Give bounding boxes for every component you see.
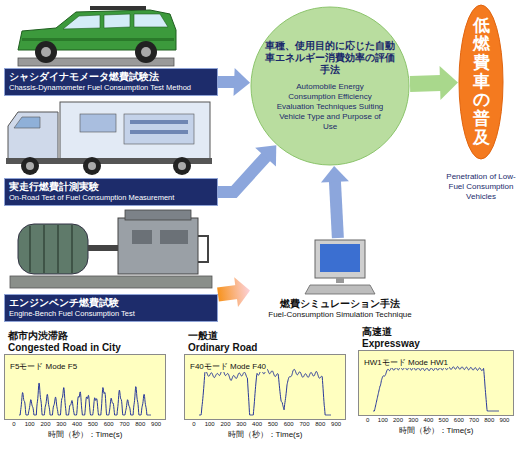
drive-mode-chart: 高速道ExpresswayHW1モード Mode HW1 010020030040… <box>358 326 514 436</box>
simulation-node: 燃費シミュレーション手法Fuel-Consumption Simulation … <box>250 238 430 320</box>
flow-arrow <box>218 277 250 307</box>
arrow-head <box>255 145 276 166</box>
arrow-shaft <box>218 292 237 294</box>
axis-title: 時間（秒）：Time(s) <box>358 425 514 436</box>
tick-label: 700 <box>117 420 133 429</box>
tick-row: 0100200300400500600700800900 <box>4 420 166 429</box>
tick-label: 400 <box>69 420 85 429</box>
method-name-ja: シャシダイナモメータ燃費試験法 <box>9 71 213 83</box>
method-name-ja: エンジンベンチ燃費試験 <box>9 297 213 309</box>
vertical-text-area: 低燃費車の普及 <box>444 4 518 160</box>
evaluation-en: Automobile Energy Consumption Efficiency… <box>274 82 386 132</box>
axis-title: 時間（秒）：Time(s) <box>184 429 346 440</box>
method-band: エンジンベンチ燃費試験Engine-Bench Fuel Consumption… <box>4 294 218 322</box>
speed-line <box>199 369 331 415</box>
tick-label: 0 <box>186 420 202 429</box>
car-illustration <box>18 6 176 66</box>
tick-label: 800 <box>312 420 328 429</box>
tick-label: 500 <box>85 420 101 429</box>
tick-label: 300 <box>233 420 249 429</box>
arrow-head <box>234 277 250 307</box>
road-type-ja: 一般道 <box>184 330 346 342</box>
oval-outline <box>459 5 503 159</box>
arrow-shaft <box>335 181 338 238</box>
tick-label: 600 <box>101 420 117 429</box>
speed-line <box>373 367 499 411</box>
tick-label: 400 <box>421 416 436 425</box>
tick-label: 400 <box>249 420 265 429</box>
flow-arrow <box>218 68 250 96</box>
goal-en: Penetration of Low-Fuel Consumption Vehi… <box>444 172 518 202</box>
road-type-ja: 高速道 <box>358 326 514 338</box>
drive-mode-chart: 一般道Ordinary RoadF40モード Mode F40 010020030… <box>184 330 346 440</box>
flow-arrow <box>218 145 276 192</box>
tick-label: 900 <box>497 416 512 425</box>
tick-label: 900 <box>328 420 344 429</box>
tick-label: 500 <box>265 420 281 429</box>
arrow-shaft <box>218 76 235 88</box>
tick-label: 200 <box>390 416 405 425</box>
evaluation-ja: 車種、使用目的に応じた自動車エネルギー消費効率の評価手法 <box>262 40 398 76</box>
tick-label: 100 <box>22 420 38 429</box>
tick-label: 0 <box>360 416 375 425</box>
circle-text-area: 車種、使用目的に応じた自動車エネルギー消費効率の評価手法 Automobile E… <box>250 6 410 166</box>
tick-label: 700 <box>466 416 481 425</box>
computer-illustration <box>305 240 375 294</box>
goal-oval: 低燃費車の普及 Penetration of Low-Fuel Consumpti… <box>444 4 518 202</box>
tick-label: 100 <box>202 420 218 429</box>
drive-mode-chart: 都市内渋滞路Congested Road in CityF5モード Mode F… <box>4 330 166 440</box>
arrow-head <box>321 166 349 183</box>
tick-label: 800 <box>132 420 148 429</box>
tick-label: 500 <box>436 416 451 425</box>
plot-area: F40モード Mode F40 <box>184 354 346 420</box>
goal-ja: 低燃費車の普及 <box>473 17 490 148</box>
tick-label: 900 <box>148 420 164 429</box>
method-name-en: Engine-Bench Fuel Consumption Test <box>9 309 213 319</box>
road-type-en: Ordinary Road <box>184 342 346 354</box>
engine-bench-illustration <box>10 210 212 288</box>
axis-title: 時間（秒）：Time(s) <box>4 429 166 440</box>
plot-area: HW1モード Mode HW1 <box>358 350 514 416</box>
arrow-head <box>234 68 251 96</box>
mode-name: HW1モード Mode HW1 <box>363 358 449 368</box>
tick-label: 0 <box>6 420 22 429</box>
truck-illustration <box>6 102 212 175</box>
circle-outline <box>251 7 409 165</box>
evaluation-circle: 車種、使用目的に応じた自動車エネルギー消費効率の評価手法 Automobile E… <box>250 6 410 166</box>
tick-label: 600 <box>451 416 466 425</box>
flow-arrow <box>410 66 458 100</box>
arrow-head <box>440 66 458 100</box>
tick-label: 100 <box>375 416 390 425</box>
flow-arrow <box>321 166 349 238</box>
oval-area: 低燃費車の普及 <box>444 4 518 160</box>
tick-label: 700 <box>297 420 313 429</box>
road-type-en: Congested Road in City <box>4 342 166 354</box>
mode-name: F40モード Mode F40 <box>189 362 267 372</box>
tick-row: 0100200300400500600700800900 <box>358 416 514 425</box>
speed-line <box>19 383 151 415</box>
tick-label: 600 <box>281 420 297 429</box>
tick-label: 200 <box>38 420 54 429</box>
plot-area: F5モード Mode F5 <box>4 354 166 420</box>
arrow-shaft <box>218 156 266 192</box>
method-band: シャシダイナモメータ燃費試験法Chassis-Dynamometer Fuel … <box>4 68 218 96</box>
method-name-en: Chassis-Dynamometer Fuel Consumption Tes… <box>9 83 213 93</box>
simulation-ja: 燃費シミュレーション手法 <box>250 298 430 310</box>
method-name-en: On-Road Test of Fuel Consumption Measure… <box>9 193 213 203</box>
method-name-ja: 実走行燃費計測実験 <box>9 181 213 193</box>
road-type-ja: 都市内渋滞路 <box>4 330 166 342</box>
tick-label: 300 <box>53 420 69 429</box>
mode-name: F5モード Mode F5 <box>9 362 78 372</box>
method-band: 実走行燃費計測実験On-Road Test of Fuel Consumptio… <box>4 178 218 206</box>
tick-row: 0100200300400500600700800900 <box>184 420 346 429</box>
tick-label: 800 <box>482 416 497 425</box>
arrow-shaft <box>410 75 441 92</box>
tick-label: 200 <box>218 420 234 429</box>
road-type-en: Expressway <box>358 338 514 350</box>
tick-label: 300 <box>406 416 421 425</box>
simulation-en: Fuel-Consumption Simulation Technique <box>250 310 430 320</box>
